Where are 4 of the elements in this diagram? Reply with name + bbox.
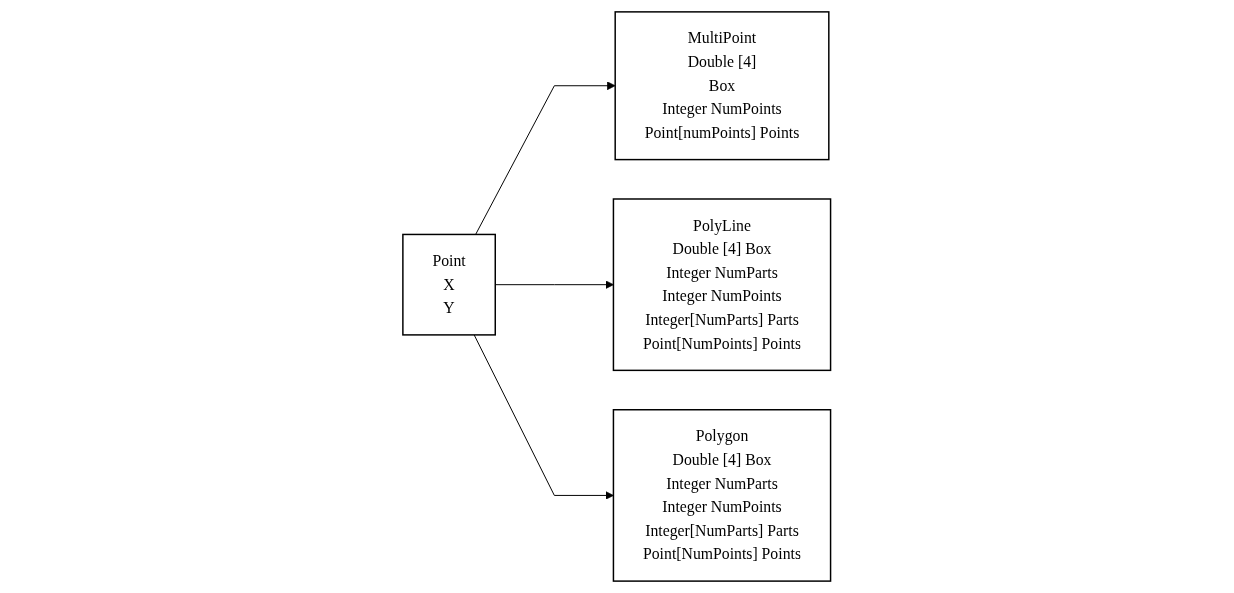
node-box: PolyLine Double [4] Box Integer NumParts Integer NumPoints Integer[NumParts] Parts Point[NumPoints] Points xyxy=(612,198,832,372)
node-box: Polygon Double [4] Box Integer NumParts Integer NumPoints Integer[NumParts] Parts Point[NumPoints] Points xyxy=(612,409,832,582)
node-box: Point X Y xyxy=(402,233,497,336)
node-box: MultiPoint Double [4] Box Integer NumPoints Point[numPoints] Points xyxy=(614,11,830,161)
